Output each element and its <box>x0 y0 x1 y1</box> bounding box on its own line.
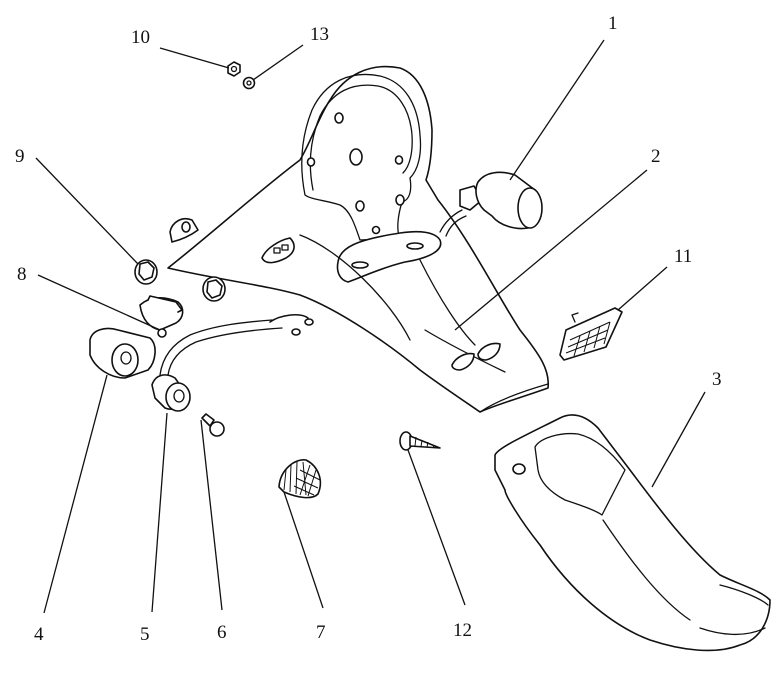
callout-10: 10 <box>131 27 150 48</box>
part-flange-nut-2 <box>202 276 226 302</box>
leader-12 <box>407 449 466 606</box>
leader-4 <box>43 374 108 614</box>
leader-9 <box>35 157 139 265</box>
callout-6: 6 <box>217 622 227 643</box>
leader-5 <box>151 412 168 613</box>
part-reflector-round <box>278 459 322 499</box>
callout-7: 7 <box>316 622 326 643</box>
leader-2 <box>454 169 648 331</box>
callout-11: 11 <box>674 246 692 267</box>
leader-3 <box>651 391 706 488</box>
callout-2: 2 <box>651 146 661 167</box>
part-turn-signal-lamp <box>89 327 156 379</box>
leader-lines <box>35 39 706 614</box>
callout-labels: 10 13 1 2 11 3 9 8 4 5 6 7 12 <box>15 13 722 645</box>
part-nut <box>227 61 241 77</box>
callout-3: 3 <box>712 369 722 390</box>
part-bulb <box>201 413 225 437</box>
part-tail-light <box>439 171 543 237</box>
callout-12: 12 <box>453 620 472 641</box>
callout-8: 8 <box>17 264 27 285</box>
leader-7 <box>283 491 324 609</box>
leader-10 <box>159 47 230 69</box>
part-tapping-screw <box>399 431 441 451</box>
part-reflector-rectangular <box>559 307 623 361</box>
callout-13: 13 <box>310 24 329 45</box>
callout-5: 5 <box>140 624 150 645</box>
callout-1: 1 <box>608 13 618 34</box>
leader-8 <box>37 274 161 331</box>
part-rear-fender-upper <box>167 65 550 413</box>
leader-11 <box>617 266 668 311</box>
leader-6 <box>200 419 223 611</box>
part-washer <box>242 76 256 90</box>
callout-4: 4 <box>34 624 44 645</box>
part-flange-nut <box>134 259 158 285</box>
callout-9: 9 <box>15 146 25 167</box>
leader-1 <box>509 39 605 181</box>
part-turn-signal-bracket <box>139 295 184 338</box>
part-turn-signal-socket-wiring <box>151 313 314 412</box>
part-rear-fender-lower <box>494 414 771 652</box>
leader-13 <box>252 44 304 81</box>
